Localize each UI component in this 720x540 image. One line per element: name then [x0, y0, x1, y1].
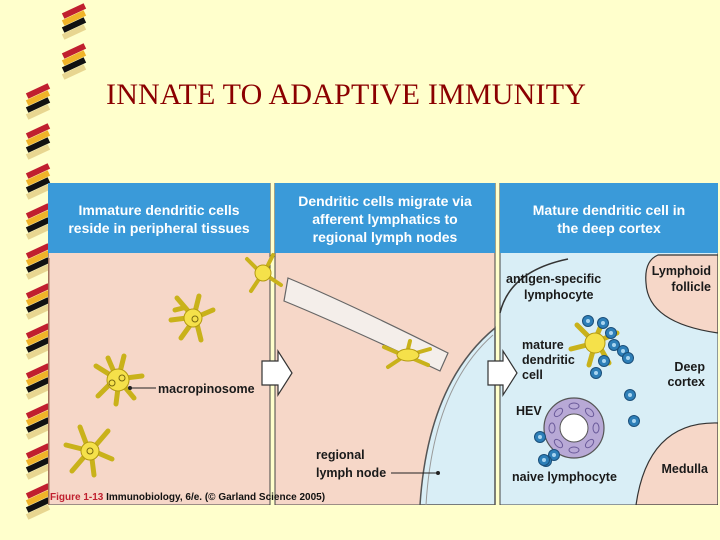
lymphocyte-nucleus-icon	[626, 356, 630, 360]
lymphocyte-nucleus-icon	[552, 453, 556, 457]
label-antigen-specific: antigen-specific	[506, 272, 601, 286]
lymphocyte-nucleus-icon	[538, 435, 542, 439]
panel-peripheral-tissue: Immature dendritic cells reside in perip…	[48, 183, 271, 505]
caption-figure-number: Figure 1-13	[50, 492, 104, 503]
label-macropinosome: macropinosome	[158, 382, 255, 396]
label-naive-lymphocyte: naive lymphocyte	[512, 470, 617, 484]
dendritic-cell-icon	[93, 353, 145, 407]
arrow-right-icon	[261, 348, 293, 398]
lymphocyte-nucleus-icon	[621, 349, 625, 353]
label-follicle: follicle	[671, 280, 711, 294]
label-hev: HEV	[516, 404, 542, 418]
lymphocyte-nucleus-icon	[602, 359, 606, 363]
label-mature: mature	[522, 338, 564, 352]
label-deep: Deep	[674, 360, 705, 374]
panel2-header-line1: Dendritic cells migrate via	[298, 193, 472, 209]
panel3-header-line2: the deep cortex	[557, 220, 661, 236]
migrating-dendritic-cell-icon	[245, 253, 283, 293]
label-dendritic: dendritic	[522, 353, 575, 367]
figure-caption: Figure 1-13 Immunobiology, 6/e. (© Garla…	[50, 492, 325, 503]
panel1-header-line1: Immature dendritic cells	[78, 202, 239, 218]
lymphocyte-nucleus-icon	[609, 331, 613, 335]
label-cortex: cortex	[667, 375, 705, 389]
hev-vessel-icon	[543, 397, 605, 459]
panel2-header-line3: regional lymph nodes	[313, 229, 458, 245]
lymphocyte-nucleus-icon	[542, 458, 546, 462]
dendritic-cell-icon	[63, 424, 115, 478]
arrow-right-icon	[487, 348, 518, 398]
dendritic-cell-icon	[168, 293, 216, 343]
lymphocyte-group	[534, 315, 640, 467]
caption-text: Immunobiology, 6/e. (© Garland Science 2…	[106, 492, 326, 503]
lymphocyte-nucleus-icon	[632, 419, 636, 423]
lymphocyte-nucleus-icon	[586, 319, 590, 323]
panel2-header-line2: afferent lymphatics to	[312, 211, 457, 227]
migrating-dendritic-cell-icon	[382, 339, 432, 369]
label-lymphoid: Lymphoid	[652, 264, 711, 278]
panel-afferent-lymphatics: Dendritic cells migrate via afferent lym…	[245, 183, 496, 505]
panel3-header-line1: Mature dendritic cell in	[533, 202, 685, 218]
lymphocyte-nucleus-icon	[601, 321, 605, 325]
panel1-header-line2: reside in peripheral tissues	[68, 220, 250, 236]
panel-deep-cortex: Mature dendritic cell in the deep cortex…	[499, 183, 718, 505]
label-antigen-lymphocyte: lymphocyte	[524, 288, 594, 302]
lymphocyte-nucleus-icon	[628, 393, 632, 397]
spiral-binding-decoration	[25, 3, 87, 520]
slide-title: INNATE TO ADAPTIVE IMMUNITY	[106, 78, 587, 111]
lymphocyte-nucleus-icon	[612, 343, 616, 347]
label-medulla: Medulla	[661, 462, 709, 476]
lymphocyte-nucleus-icon	[594, 371, 598, 375]
label-lymph-node: lymph node	[316, 466, 386, 480]
immunology-figure: Immature dendritic cells reside in perip…	[48, 183, 718, 505]
label-cell: cell	[522, 368, 543, 382]
label-regional: regional	[316, 448, 365, 462]
